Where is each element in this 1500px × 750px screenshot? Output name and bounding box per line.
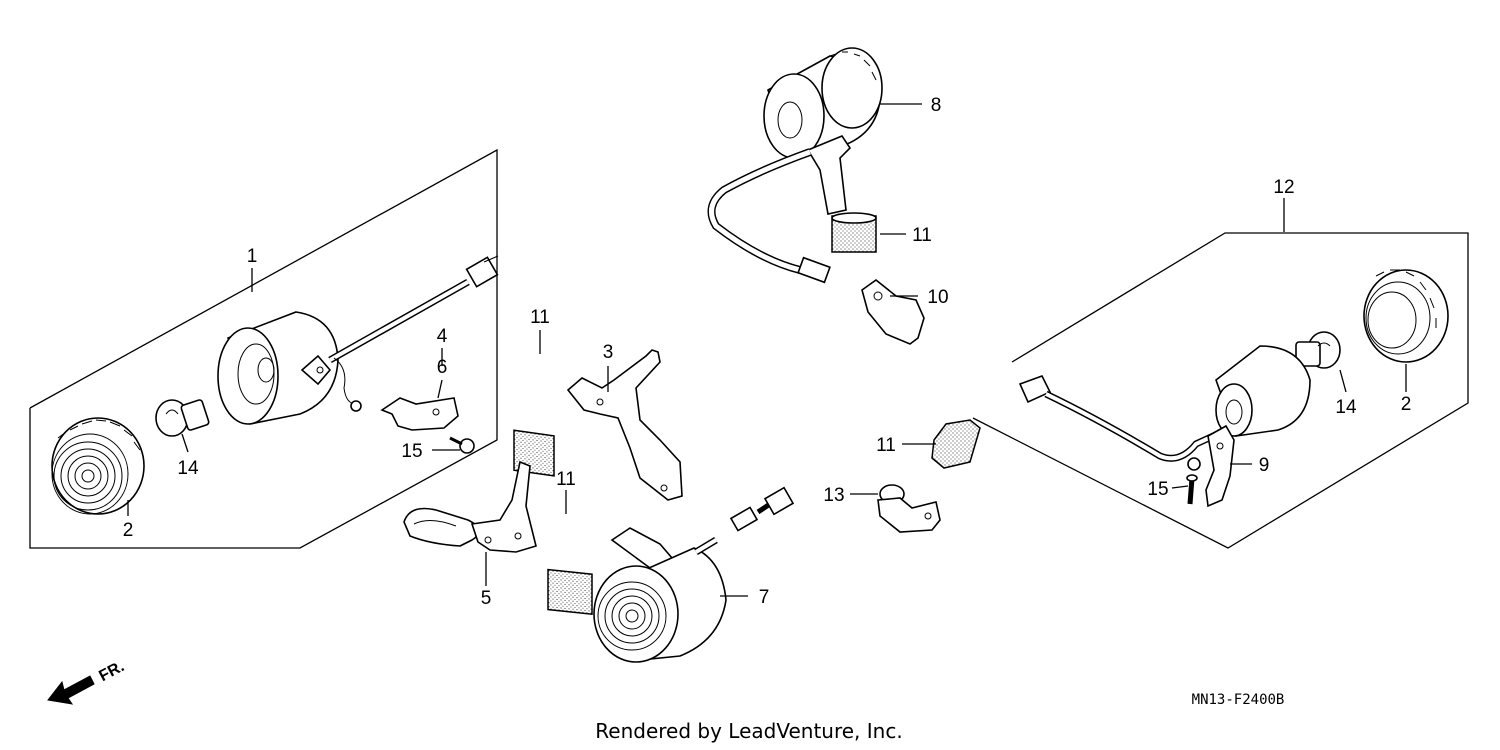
leader-lines	[127, 103, 1407, 597]
callout-14-right: 14	[1335, 397, 1357, 418]
housing-left	[217, 311, 339, 425]
callout-11-d: 11	[876, 435, 896, 456]
bracket-9	[1205, 424, 1235, 508]
callout-12: 12	[1273, 177, 1294, 198]
diagram-code: MN13-F2400B	[1192, 692, 1285, 708]
callout-14-left: 14	[177, 458, 199, 479]
callout-8: 8	[931, 95, 942, 116]
callout-15-left: 15	[401, 441, 422, 462]
callout-2-right: 2	[1401, 394, 1412, 415]
wire-left	[328, 255, 499, 412]
callout-10: 10	[927, 287, 948, 308]
cushion-11-d	[931, 419, 981, 469]
direction-label: FR.	[96, 658, 127, 685]
bracket-10	[861, 278, 925, 345]
credit-text: Rendered by LeadVenture, Inc.	[595, 719, 902, 743]
callout-7: 7	[759, 587, 770, 608]
bulb-left	[155, 399, 210, 437]
bulb-right	[1295, 331, 1341, 369]
callout-3: 3	[603, 342, 614, 363]
callout-9: 9	[1259, 455, 1270, 476]
cushion-11-c	[831, 212, 877, 253]
callout-13: 13	[823, 485, 844, 506]
lamp-7	[593, 486, 795, 663]
callout-4: 4	[437, 326, 448, 347]
callout-6: 6	[437, 357, 448, 378]
front-direction-arrow-icon	[47, 675, 95, 705]
callout-1: 1	[247, 246, 258, 267]
lamp-8	[707, 47, 883, 284]
callout-11-b: 11	[556, 469, 576, 490]
callout-5: 5	[481, 588, 492, 609]
lens-left	[51, 417, 145, 515]
assembly-frame-left	[29, 148, 498, 549]
bracket-6	[380, 397, 459, 431]
bracket-5-clamp	[403, 460, 537, 553]
callout-15-right: 15	[1147, 479, 1168, 500]
housing-right	[1018, 345, 1311, 471]
callout-2-left: 2	[123, 520, 134, 541]
lens-right	[1363, 269, 1449, 363]
cushion-11-b	[547, 568, 593, 616]
bracket-13	[877, 484, 941, 533]
assembly-frame-right	[972, 232, 1469, 549]
callout-11-c: 11	[912, 225, 932, 246]
screw-left	[449, 436, 475, 454]
bracket-3	[566, 349, 683, 501]
screw-right	[1186, 474, 1198, 505]
callout-11-a: 11	[530, 307, 550, 328]
